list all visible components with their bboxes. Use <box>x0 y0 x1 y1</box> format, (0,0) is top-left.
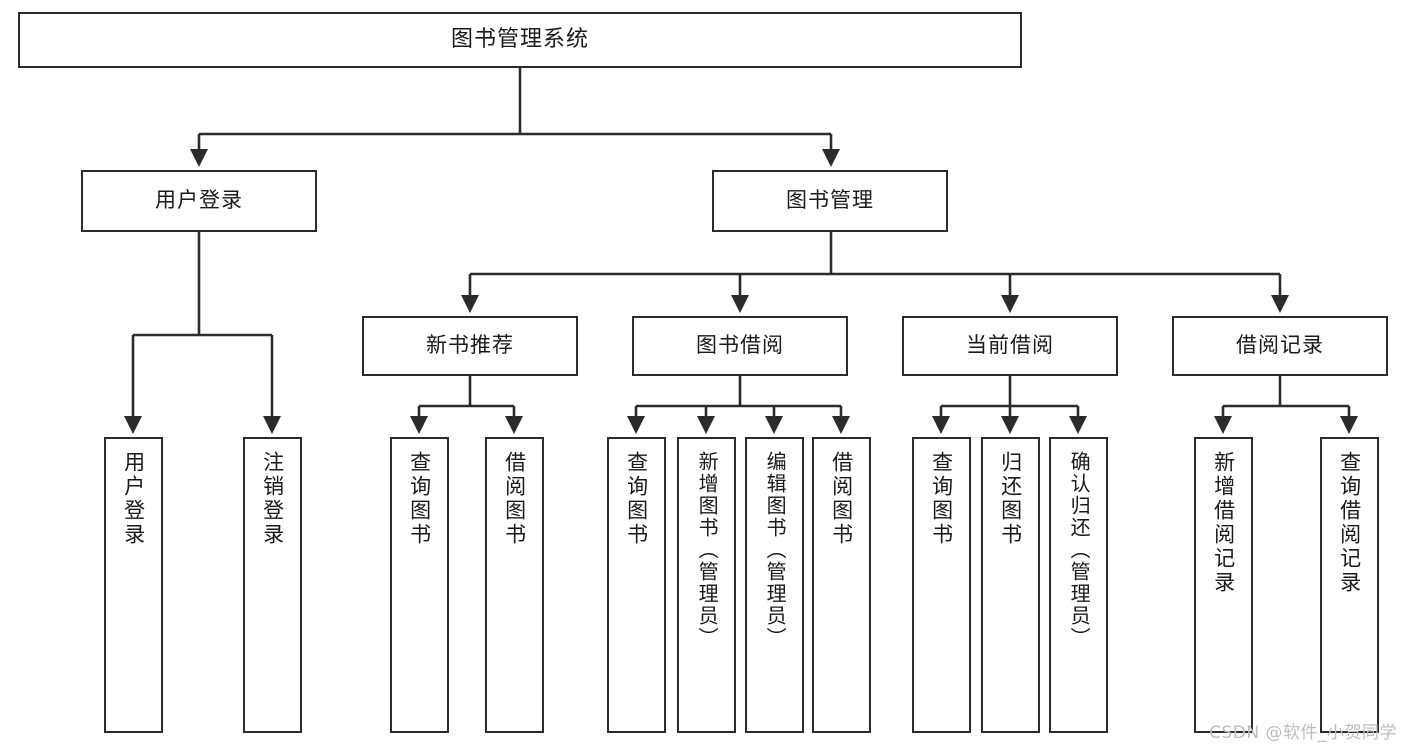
node-label: 借阅图书 <box>829 451 854 547</box>
node-label: 借阅记录 <box>1236 333 1324 358</box>
node-book-management[interactable]: 图书管理 <box>712 170 948 232</box>
leaf-current-borrow-return-book[interactable]: 归还图书 <box>981 437 1040 733</box>
node-label: 用户登录 <box>121 451 146 547</box>
leaf-book-borrow-edit-book-admin[interactable]: 编辑图书（管理员） <box>745 437 804 733</box>
leaf-new-book-query-book[interactable]: 查询图书 <box>390 437 449 733</box>
leaf-user-login-logout[interactable]: 注销登录 <box>243 437 302 733</box>
node-user-login[interactable]: 用户登录 <box>81 170 317 232</box>
leaf-borrow-record-query-record[interactable]: 查询借阅记录 <box>1320 437 1379 733</box>
node-current-borrow[interactable]: 当前借阅 <box>902 316 1118 376</box>
leaf-user-login-login[interactable]: 用户登录 <box>104 437 163 733</box>
node-label: 新增图书（管理员） <box>695 451 720 649</box>
node-label: 新书推荐 <box>426 333 514 358</box>
leaf-new-book-borrow-book[interactable]: 借阅图书 <box>485 437 544 733</box>
node-book-borrow[interactable]: 图书借阅 <box>632 316 848 376</box>
node-label: 查询图书 <box>929 451 954 547</box>
node-borrow-record[interactable]: 借阅记录 <box>1172 316 1388 376</box>
node-label: 确认归还（管理员） <box>1067 451 1092 649</box>
leaf-current-borrow-query-book[interactable]: 查询图书 <box>912 437 971 733</box>
leaf-borrow-record-add-record[interactable]: 新增借阅记录 <box>1194 437 1253 733</box>
node-label: 查询图书 <box>407 451 432 547</box>
node-new-book-recommend[interactable]: 新书推荐 <box>362 316 578 376</box>
node-label: 新增借阅记录 <box>1211 451 1236 595</box>
node-label: 查询图书 <box>624 451 649 547</box>
node-label: 图书管理系统 <box>450 26 589 52</box>
leaf-book-borrow-query-book[interactable]: 查询图书 <box>607 437 666 733</box>
node-label: 用户登录 <box>155 188 243 213</box>
node-label: 编辑图书（管理员） <box>763 451 788 649</box>
node-label: 归还图书 <box>998 451 1023 547</box>
node-label: 查询借阅记录 <box>1337 451 1362 595</box>
node-label: 当前借阅 <box>966 333 1054 358</box>
node-label: 借阅图书 <box>502 451 527 547</box>
csdn-watermark: CSDN @软件_小贺同学 <box>1209 723 1397 743</box>
node-label: 图书管理 <box>786 188 874 213</box>
node-label: 图书借阅 <box>696 333 784 358</box>
node-root-book-management-system[interactable]: 图书管理系统 <box>18 12 1022 68</box>
leaf-book-borrow-borrow-book[interactable]: 借阅图书 <box>812 437 871 733</box>
leaf-current-borrow-confirm-return-admin[interactable]: 确认归还（管理员） <box>1049 437 1108 733</box>
node-label: 注销登录 <box>260 451 285 547</box>
leaf-book-borrow-add-book-admin[interactable]: 新增图书（管理员） <box>677 437 736 733</box>
